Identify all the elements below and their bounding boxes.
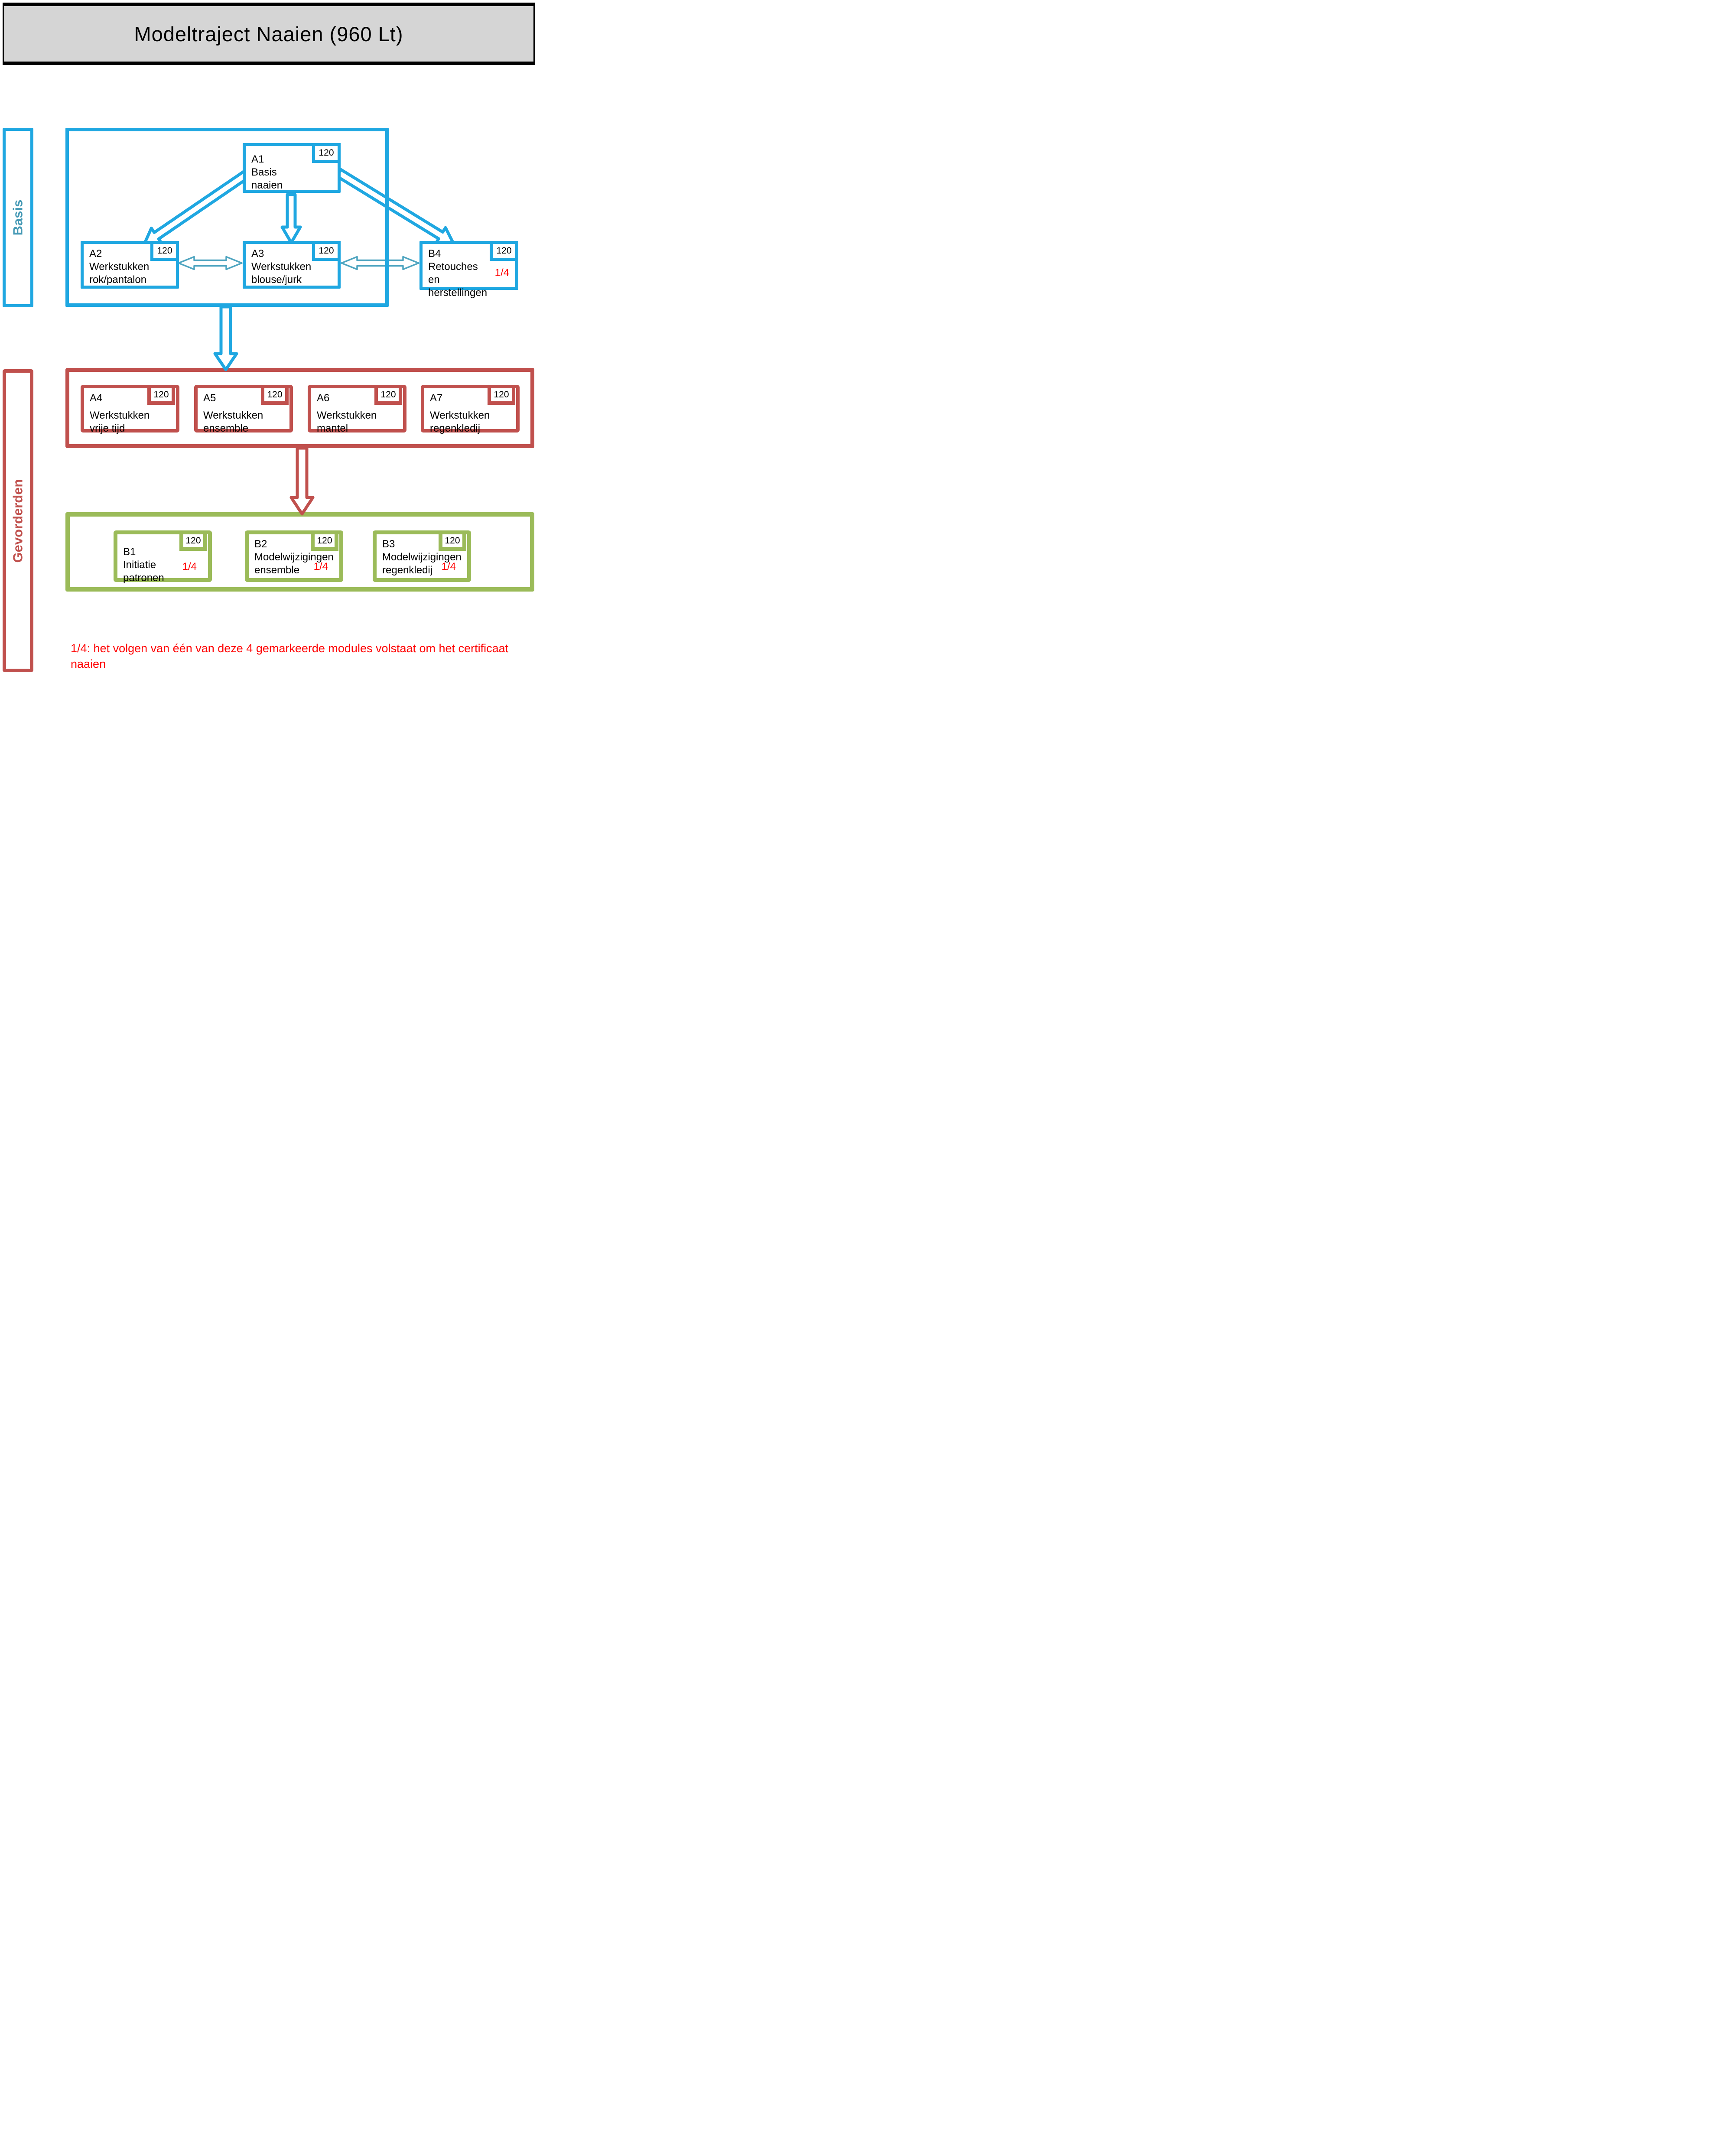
hours-badge: 120 — [374, 385, 402, 405]
basis-side-label-box: Basis — [3, 128, 33, 307]
module-box-A6: 120 A6 Werkstukken mantel — [308, 385, 406, 434]
module-box-B3: 120 B3 Modelwijzigingen regenkledij 1/4 — [373, 530, 471, 582]
hours-badge: 120 — [147, 385, 175, 405]
module-name-line: rok/pantalon — [89, 274, 147, 286]
module-name-line: Retouches en — [428, 261, 478, 286]
hours-badge: 120 — [150, 241, 179, 261]
module-name-line: Werkstukken — [317, 410, 377, 421]
arrow-a1-to-b4 — [335, 168, 455, 245]
module-name-line: regenkledij — [430, 423, 481, 434]
hours-value: 120 — [185, 535, 201, 546]
one-of-four-marker: 1/4 — [441, 561, 456, 572]
module-code: B1 — [123, 546, 136, 558]
module-box-B1: 120 B1 Initiatie patronen 1/4 — [114, 530, 212, 584]
certificate-note-line2: te behalen. — [71, 672, 536, 673]
module-name-line: ensemble — [254, 564, 300, 576]
module-box-A3: 120 A3 Werkstukken blouse/jurk — [243, 241, 341, 289]
one-of-four-marker: 1/4 — [182, 561, 197, 572]
arrow-a3-b4-double — [341, 256, 419, 270]
certificate-note-line1: 1/4: het volgen van één van deze 4 gemar… — [71, 642, 509, 670]
hours-value: 120 — [380, 390, 396, 400]
hours-value: 120 — [267, 390, 283, 400]
module-box-A1: 120 A1 Basis naaien — [243, 143, 341, 193]
module-box-A4: 120 A4 Werkstukken vrije tijd — [81, 385, 179, 434]
module-code: A5 — [203, 392, 216, 404]
module-code: B2 — [254, 538, 267, 550]
gevorderden-side-label-box: Gevorderden — [3, 369, 33, 672]
module-name-line: Werkstukken — [90, 410, 150, 421]
hours-badge: 120 — [312, 241, 341, 261]
module-name-line: regenkledij — [382, 564, 433, 576]
module-code: A2 — [89, 248, 102, 260]
module-name-line: vrije tijd — [90, 423, 125, 434]
module-code: A7 — [430, 392, 443, 404]
module-box-A2: 120 A2 Werkstukken rok/pantalon — [81, 241, 179, 289]
module-code: A1 — [251, 153, 264, 165]
page-title: Modeltraject Naaien (960 Lt) — [134, 22, 403, 46]
gevorderden-container — [65, 368, 534, 448]
hours-badge: 120 — [490, 241, 518, 261]
arrow-a2-a3-double — [178, 256, 243, 270]
arrow-basis-to-gevorderden — [213, 305, 238, 371]
hours-value: 120 — [496, 246, 512, 256]
module-name-line: mantel — [317, 423, 348, 434]
module-box-B2: 120 B2 Modelwijzigingen ensemble 1/4 — [245, 530, 343, 582]
arrow-gevorderden-to-bmodules — [289, 446, 315, 516]
module-code: A6 — [317, 392, 330, 404]
certificate-note: 1/4: het volgen van één van deze 4 gemar… — [71, 641, 536, 673]
hours-badge: 120 — [261, 385, 289, 405]
hours-value: 120 — [153, 390, 169, 400]
hours-value: 120 — [317, 535, 332, 546]
module-box-A7: 120 A7 Werkstukken regenkledij — [421, 385, 520, 434]
hours-value: 120 — [319, 148, 334, 158]
hours-badge: 120 — [439, 530, 466, 551]
arrow-layer-under — [143, 167, 455, 270]
module-name-line: Basis naaien — [251, 166, 283, 191]
module-name-line: ensemble — [203, 423, 249, 434]
module-code: A4 — [90, 392, 103, 404]
one-of-four-marker: 1/4 — [494, 267, 509, 279]
title-bar: Modeltraject Naaien (960 Lt) — [3, 3, 535, 65]
hours-badge: 120 — [488, 385, 515, 405]
diagram-canvas: Modeltraject Naaien (960 Lt) Basis Gevor… — [0, 0, 537, 673]
module-code: A3 — [251, 248, 264, 260]
module-name-line: Werkstukken — [251, 261, 312, 273]
arrow-a1-to-a3 — [280, 193, 302, 244]
module-code: B3 — [382, 538, 395, 550]
module-name-line: Werkstukken — [430, 410, 490, 421]
hours-value: 120 — [157, 246, 172, 256]
module-box-B4: 120 B4 Retouches en herstellingen 1/4 — [419, 241, 518, 299]
hours-badge: 120 — [312, 143, 341, 163]
module-box-A5: 120 A5 Werkstukken ensemble — [194, 385, 293, 434]
module-name-line: Initiatie patronen — [123, 559, 164, 584]
module-name-line: herstellingen — [428, 287, 488, 299]
one-of-four-marker: 1/4 — [313, 561, 328, 572]
hours-badge: 120 — [311, 530, 338, 551]
basis-container — [65, 128, 389, 307]
module-name-line: Werkstukken — [89, 261, 150, 273]
arrow-layer-over — [213, 305, 315, 516]
hours-value: 120 — [445, 535, 460, 546]
module-name-line: Werkstukken — [203, 410, 263, 421]
hours-value: 120 — [494, 390, 509, 400]
module-code: B4 — [428, 248, 441, 260]
module-name-line: blouse/jurk — [251, 274, 302, 286]
hours-badge: 120 — [179, 530, 207, 551]
hours-value: 120 — [319, 246, 334, 256]
b-modules-container — [65, 512, 534, 592]
